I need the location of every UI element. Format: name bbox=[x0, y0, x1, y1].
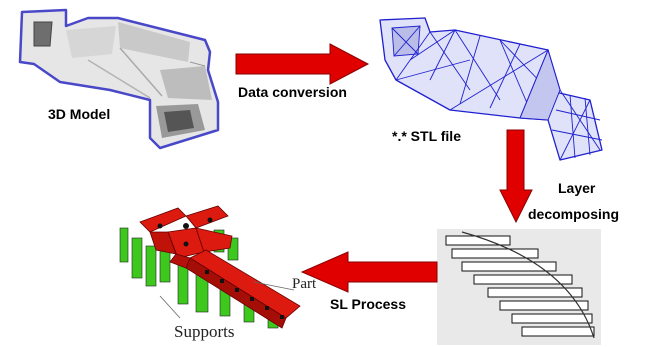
label-layer: Layer bbox=[558, 180, 596, 196]
arrow-down-icon bbox=[499, 129, 533, 224]
label-decomposing: decomposing bbox=[528, 206, 620, 222]
label-3d-model: 3D Model bbox=[48, 106, 111, 122]
label-supports: Supports bbox=[174, 322, 235, 341]
arrow-right-icon bbox=[235, 43, 370, 85]
arrow-left-icon bbox=[300, 251, 438, 293]
label-stl-file: *.* STL file bbox=[392, 128, 461, 144]
label-data-conversion: Data conversion bbox=[238, 84, 347, 100]
label-part: Part bbox=[292, 276, 317, 292]
label-sl-process: SL Process bbox=[330, 296, 407, 312]
